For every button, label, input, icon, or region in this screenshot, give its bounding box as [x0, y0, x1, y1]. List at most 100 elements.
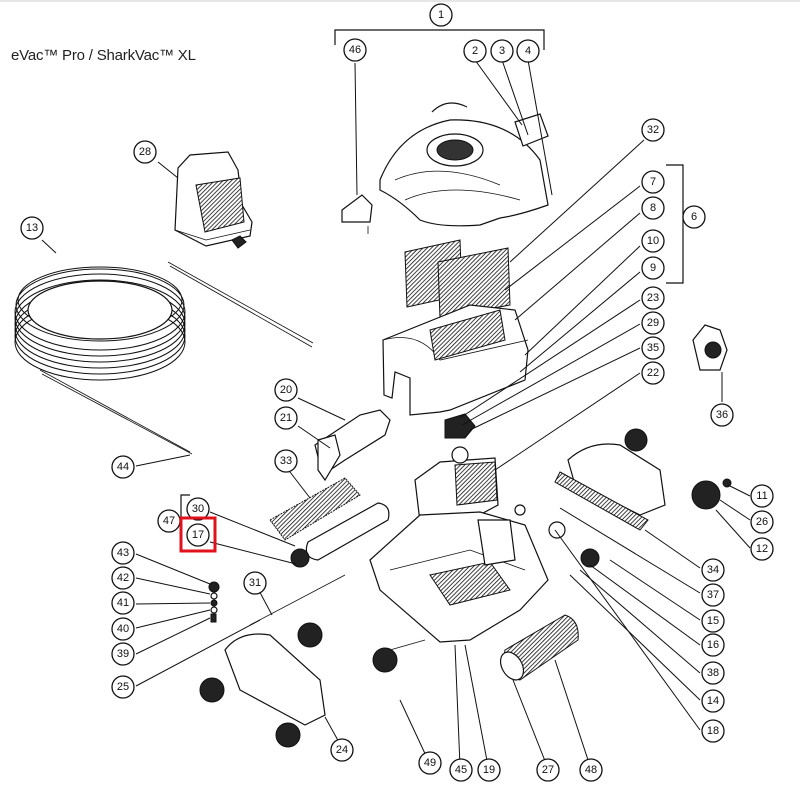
svg-text:30: 30 — [192, 503, 204, 515]
svg-text:38: 38 — [707, 667, 719, 679]
svg-text:41: 41 — [117, 597, 129, 609]
callout-15[interactable]: 15 — [701, 609, 725, 633]
callout-39[interactable]: 39 — [111, 642, 135, 666]
svg-text:8: 8 — [650, 202, 656, 214]
svg-text:49: 49 — [424, 757, 436, 769]
callout-16[interactable]: 16 — [701, 633, 725, 657]
svg-text:48: 48 — [585, 764, 597, 776]
callout-37[interactable]: 37 — [701, 583, 725, 607]
motor-block — [414, 446, 499, 523]
callout-47[interactable]: 47 — [157, 509, 181, 533]
svg-text:21: 21 — [280, 412, 292, 424]
callout-44[interactable]: 44 — [111, 455, 135, 479]
svg-text:14: 14 — [707, 695, 719, 707]
callout-45[interactable]: 45 — [449, 758, 473, 782]
callout-43[interactable]: 43 — [111, 541, 135, 565]
highlight-box-17 — [179, 516, 217, 553]
foam-roller — [499, 614, 579, 681]
hardware-set — [208, 581, 220, 623]
callout-33[interactable]: 33 — [274, 449, 298, 473]
svg-text:27: 27 — [542, 764, 554, 776]
swivel — [692, 324, 728, 371]
svg-text:47: 47 — [163, 515, 175, 527]
callout-10[interactable]: 10 — [641, 229, 665, 253]
diagram-title: eVac™ Pro / SharkVac™ XL — [11, 47, 196, 64]
callout-36[interactable]: 36 — [710, 403, 734, 427]
callout-41[interactable]: 41 — [111, 591, 135, 615]
svg-text:40: 40 — [117, 623, 129, 635]
floating-cable — [14, 261, 314, 455]
callout-13[interactable]: 13 — [20, 216, 44, 240]
side-plate-right — [514, 428, 732, 568]
callout-35[interactable]: 35 — [641, 336, 665, 360]
callout-8[interactable]: 8 — [641, 196, 665, 220]
callout-26[interactable]: 26 — [750, 510, 774, 534]
top-cover — [341, 102, 549, 234]
callout-7[interactable]: 7 — [641, 170, 665, 194]
callout-25[interactable]: 25 — [111, 675, 135, 699]
callout-46[interactable]: 46 — [343, 38, 367, 62]
callout-20[interactable]: 20 — [274, 378, 298, 402]
chassis — [369, 511, 549, 643]
svg-text:43: 43 — [117, 547, 129, 559]
callout-40[interactable]: 40 — [111, 617, 135, 641]
callout-28[interactable]: 28 — [133, 140, 157, 164]
leader-lines — [41, 29, 751, 767]
svg-text:23: 23 — [647, 292, 659, 304]
top-border — [0, 0, 800, 2]
callout-21[interactable]: 21 — [274, 406, 298, 430]
callout-4[interactable]: 4 — [516, 39, 540, 63]
filter-cartridge — [404, 239, 511, 319]
callout-49[interactable]: 49 — [418, 751, 442, 775]
svg-text:28: 28 — [139, 146, 151, 158]
svg-text:9: 9 — [650, 262, 656, 274]
callout-38[interactable]: 38 — [701, 661, 725, 685]
callout-22[interactable]: 22 — [641, 361, 665, 385]
callout-30[interactable]: 30 — [186, 497, 210, 521]
svg-text:42: 42 — [117, 572, 129, 584]
callout-19[interactable]: 19 — [477, 758, 501, 782]
callout-32[interactable]: 32 — [641, 118, 665, 142]
callout-3[interactable]: 3 — [490, 39, 514, 63]
svg-text:18: 18 — [707, 725, 719, 737]
svg-text:4: 4 — [525, 45, 531, 57]
svg-text:19: 19 — [483, 764, 495, 776]
callout-48[interactable]: 48 — [579, 758, 603, 782]
callout-29[interactable]: 29 — [641, 311, 665, 335]
callout-18[interactable]: 18 — [701, 719, 725, 743]
svg-text:29: 29 — [647, 317, 659, 329]
svg-text:37: 37 — [707, 589, 719, 601]
svg-text:20: 20 — [280, 384, 292, 396]
callout-1[interactable]: 1 — [429, 3, 453, 27]
callout-6[interactable]: 6 — [682, 205, 706, 229]
callout-42[interactable]: 42 — [111, 566, 135, 590]
svg-text:26: 26 — [756, 516, 768, 528]
callout-24[interactable]: 24 — [330, 738, 354, 762]
callout-27[interactable]: 27 — [536, 758, 560, 782]
callout-34[interactable]: 34 — [701, 558, 725, 582]
side-plate-left — [199, 574, 426, 748]
callout-11[interactable]: 11 — [750, 484, 774, 508]
svg-text:2: 2 — [472, 45, 478, 57]
svg-text:32: 32 — [647, 124, 659, 136]
svg-text:34: 34 — [707, 564, 719, 576]
svg-text:22: 22 — [647, 367, 659, 379]
svg-text:13: 13 — [26, 222, 38, 234]
svg-text:6: 6 — [691, 211, 697, 223]
svg-text:24: 24 — [336, 744, 348, 756]
svg-text:35: 35 — [647, 342, 659, 354]
callout-31[interactable]: 31 — [243, 571, 267, 595]
svg-text:45: 45 — [455, 764, 467, 776]
power-supply — [174, 151, 253, 249]
callout-2[interactable]: 2 — [463, 39, 487, 63]
callout-23[interactable]: 23 — [641, 286, 665, 310]
svg-text:46: 46 — [349, 44, 361, 56]
callout-17[interactable]: 17 — [186, 523, 210, 547]
svg-text:15: 15 — [707, 615, 719, 627]
svg-text:39: 39 — [117, 648, 129, 660]
svg-text:33: 33 — [280, 455, 292, 467]
callout-9[interactable]: 9 — [641, 256, 665, 280]
callout-14[interactable]: 14 — [701, 689, 725, 713]
callout-12[interactable]: 12 — [750, 537, 774, 561]
handle — [314, 409, 391, 482]
